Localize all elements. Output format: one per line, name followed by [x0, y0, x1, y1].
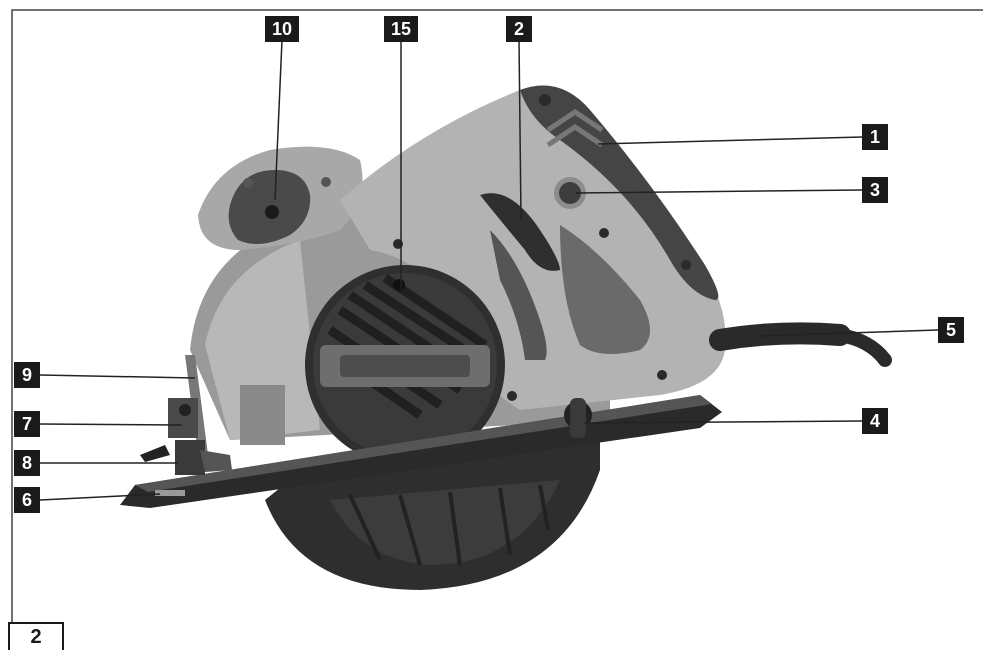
callout-9: 9 — [14, 362, 40, 388]
front-auxiliary-handle — [198, 146, 363, 250]
figure-frame — [11, 9, 983, 640]
callout-7: 7 — [14, 411, 40, 437]
callout-2: 2 — [506, 16, 532, 42]
motor-housing — [305, 265, 505, 465]
front-guide-assembly — [140, 355, 285, 475]
callout-1: 1 — [862, 124, 888, 150]
lock-off-button — [554, 177, 586, 209]
callout-10: 10 — [265, 16, 299, 42]
callout-15: 15 — [384, 16, 418, 42]
callout-5: 5 — [938, 317, 964, 343]
leader-lines — [39, 39, 939, 501]
callout-3: 3 — [862, 177, 888, 203]
callout-8: 8 — [14, 450, 40, 476]
figure-number: 2 — [8, 622, 64, 650]
callout-4: 4 — [862, 408, 888, 434]
callout-6: 6 — [14, 487, 40, 513]
depth-lock-lever — [564, 398, 592, 438]
power-cable — [709, 322, 892, 367]
on-off-trigger — [480, 193, 560, 360]
